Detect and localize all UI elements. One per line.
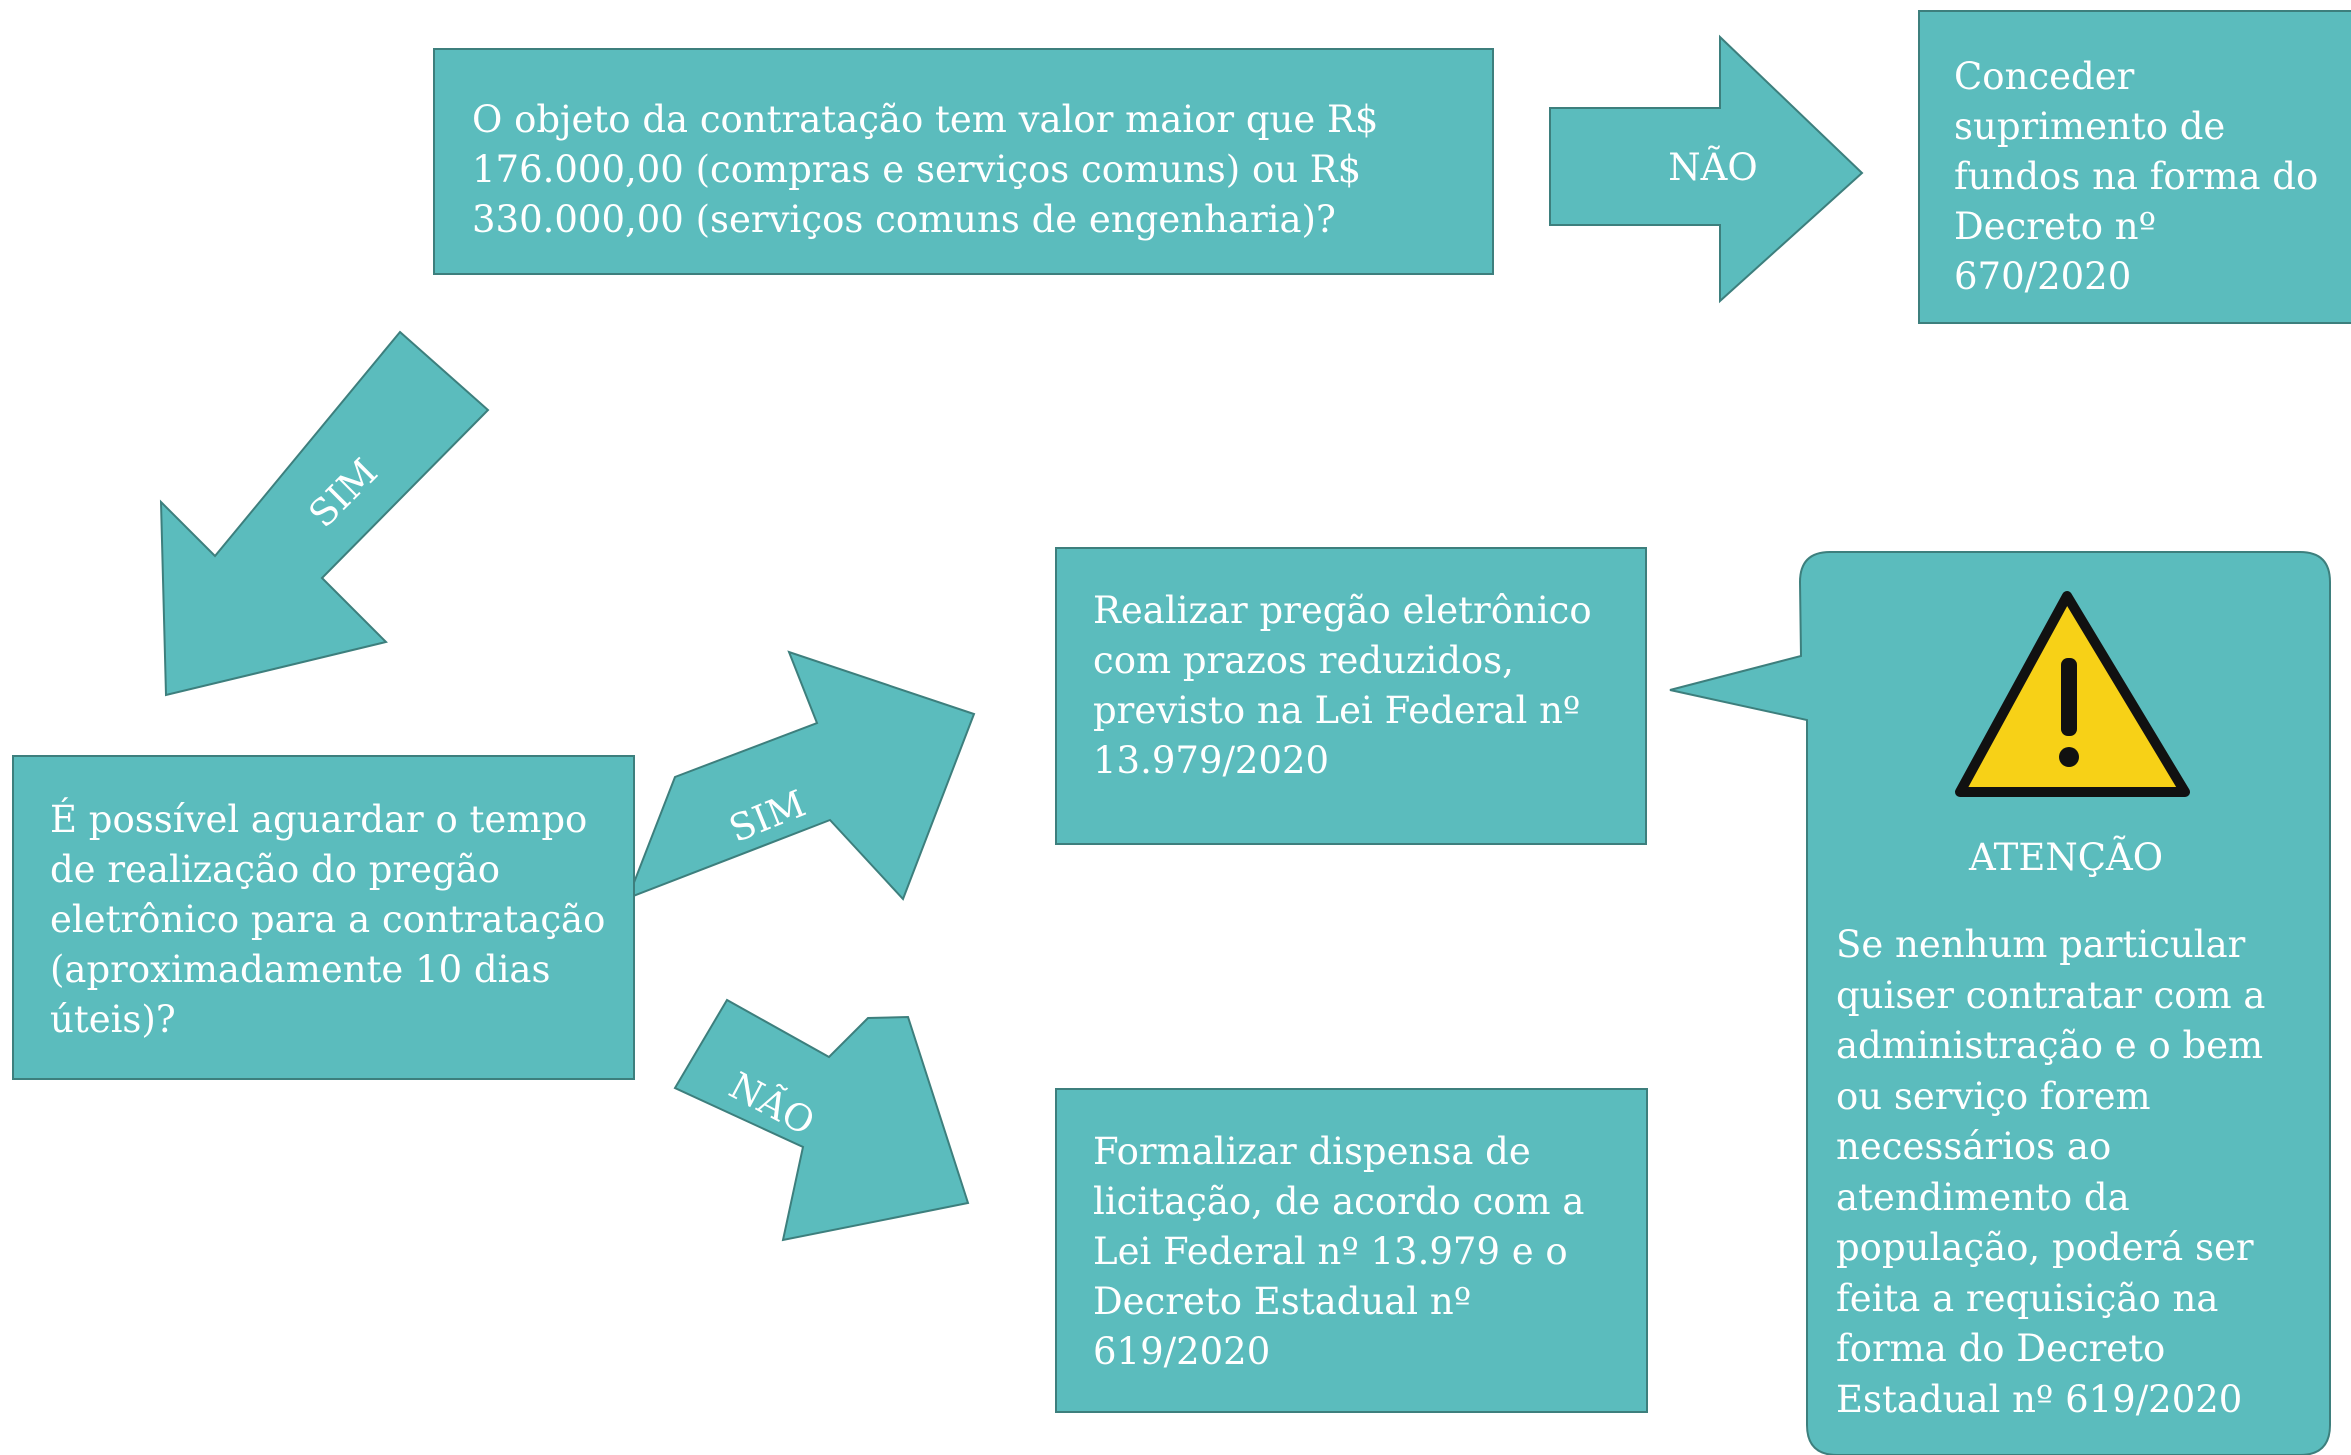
- result-suprimento-box: Conceder suprimento de fundos na forma d…: [1918, 10, 2351, 324]
- question-value-text: O objeto da contratação tem valor maior …: [472, 98, 1379, 241]
- attention-text-block: Se nenhum particular quiser contratar co…: [1836, 920, 2316, 1425]
- arrow-q1-nao: [1549, 34, 1864, 304]
- question-value-box: O objeto da contratação tem valor maior …: [433, 48, 1494, 275]
- arrow-q1-sim: [159, 330, 490, 697]
- result-dispensa-text: Formalizar dispensa de licitação, de aco…: [1093, 1130, 1585, 1373]
- warning-triangle-icon: [1955, 591, 2190, 797]
- result-pregao-text: Realizar pregão eletrônico com prazos re…: [1093, 589, 1592, 782]
- question-wait-text: É possível aguardar o tempo de realizaçã…: [50, 798, 606, 1041]
- result-pregao-box: Realizar pregão eletrônico com prazos re…: [1055, 547, 1647, 845]
- result-dispensa-box: Formalizar dispensa de licitação, de aco…: [1055, 1088, 1648, 1413]
- attention-text: Se nenhum particular quiser contratar co…: [1836, 923, 2266, 1421]
- question-wait-box: É possível aguardar o tempo de realizaçã…: [12, 755, 635, 1080]
- result-suprimento-text: Conceder suprimento de fundos na forma d…: [1954, 55, 2319, 298]
- attention-title: ATENÇÃO: [1968, 835, 2163, 879]
- arrow-q2-nao: [673, 998, 970, 1242]
- arrow-q1-nao-label: NÃO: [1668, 145, 1757, 189]
- arrow-q2-sim: [626, 650, 976, 901]
